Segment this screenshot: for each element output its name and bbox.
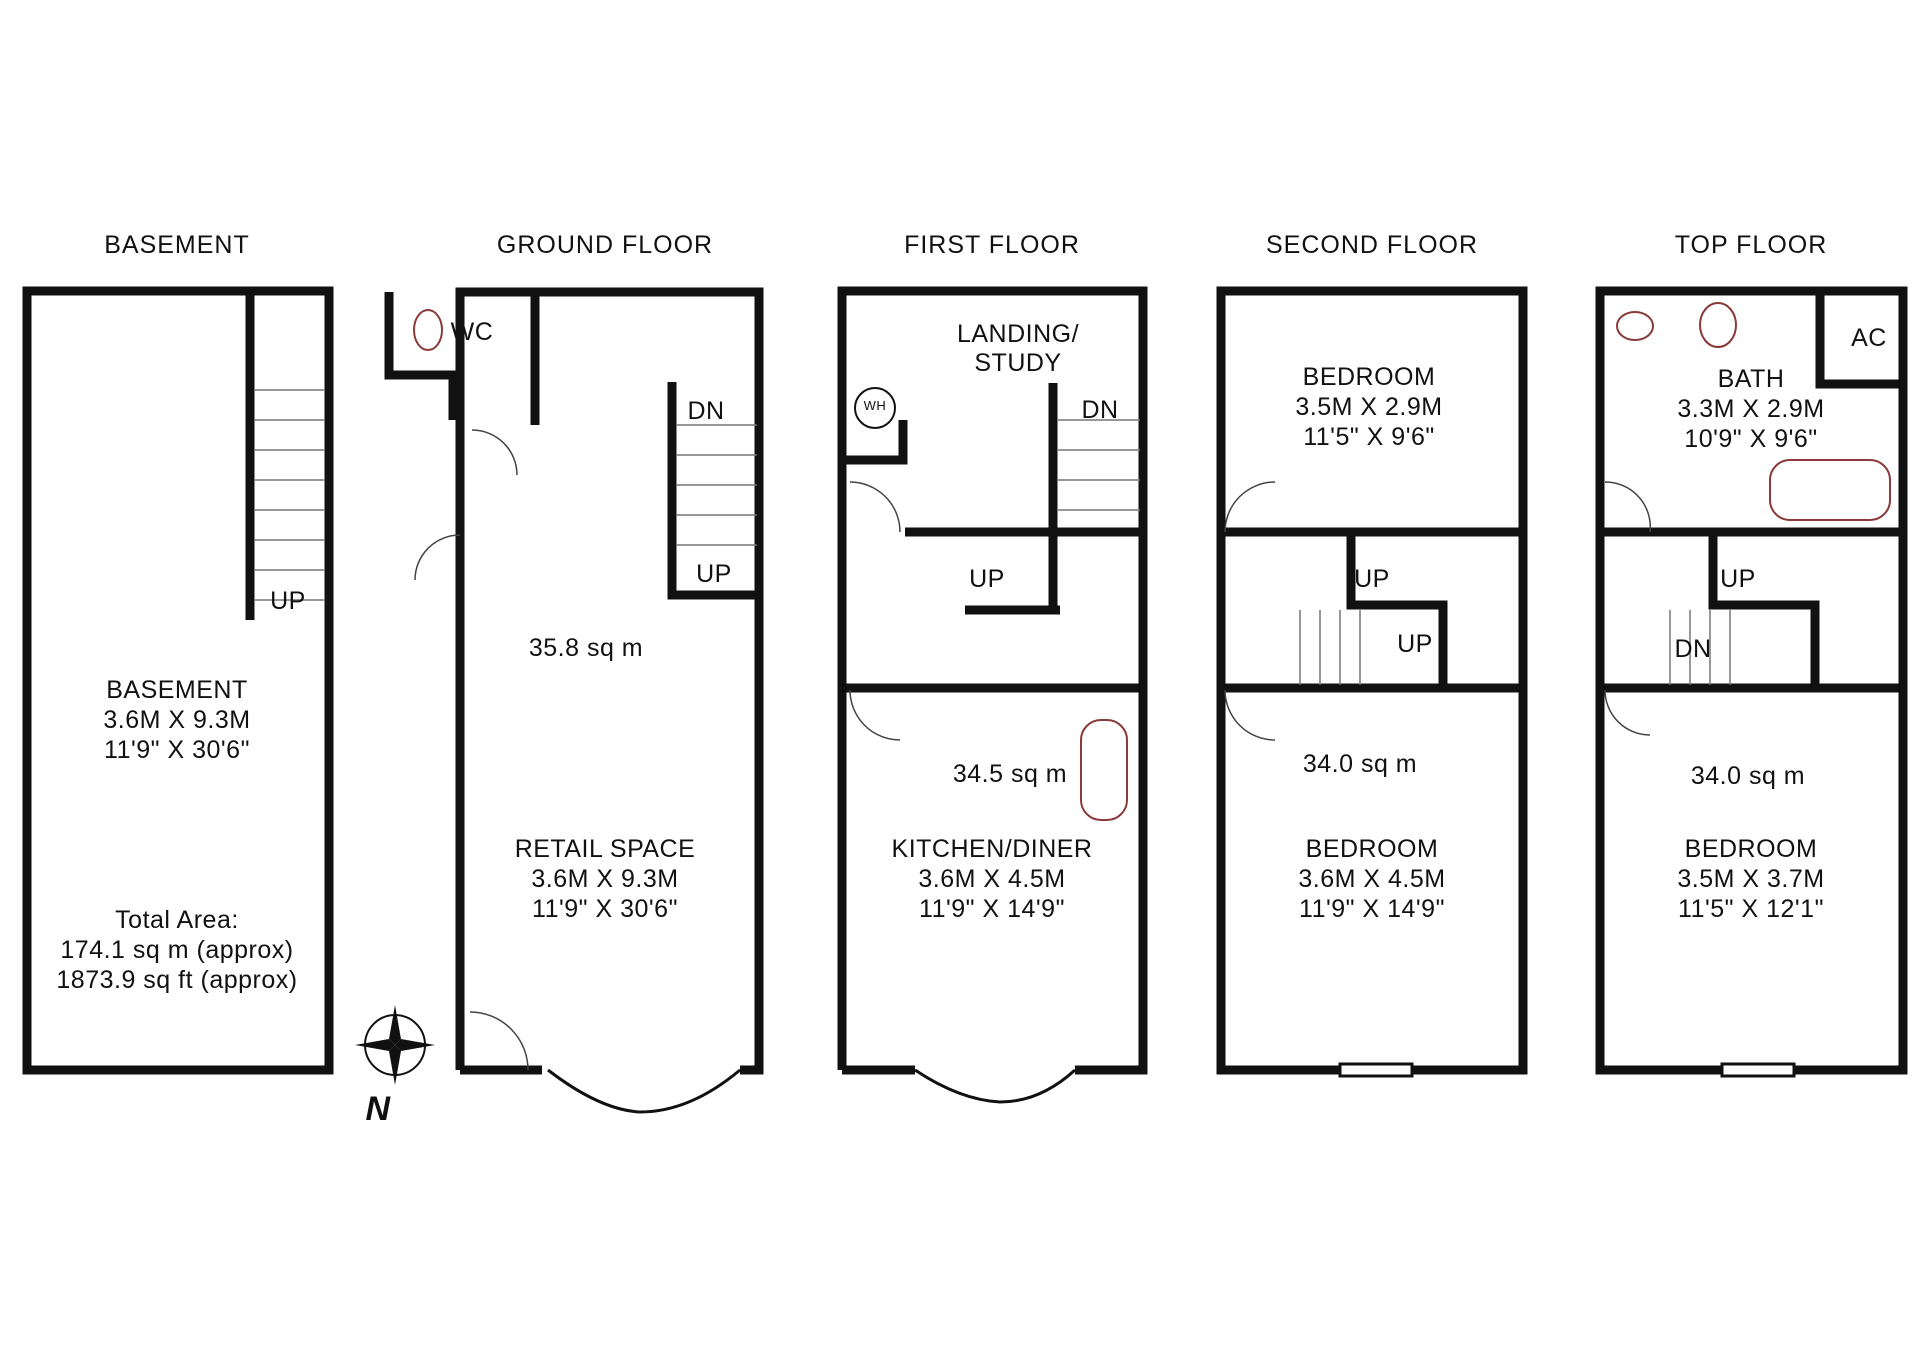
ground-entrance-door <box>469 1011 529 1071</box>
second-door-1 <box>1224 481 1276 533</box>
top-basin <box>1699 302 1737 348</box>
first-room-imperial: 11'9" X 14'9" <box>919 895 1065 923</box>
ground-room-metric: 3.6M X 9.3M <box>531 865 679 893</box>
ground-wc-label: WC <box>450 318 494 346</box>
compass-rose <box>355 1005 435 1085</box>
second-outline <box>1216 286 1528 1075</box>
top-door-2 <box>1604 689 1651 736</box>
top-bathtub <box>1769 459 1891 521</box>
ground-bay-window <box>547 1068 741 1114</box>
second-room2-imperial: 11'9" X 14'9" <box>1299 895 1445 923</box>
ground-room-name: RETAIL SPACE <box>514 835 696 863</box>
top-outline <box>1595 286 1908 1075</box>
second-door-2 <box>1224 689 1276 741</box>
basement-room-imperial: 11'9" X 30'6" <box>104 736 250 764</box>
top-area: 34.0 sq m <box>1690 762 1806 790</box>
total-area-label: Total Area: <box>115 906 239 934</box>
top-stair-dn: DN <box>1674 635 1712 663</box>
basement-room-metric: 3.6M X 9.3M <box>103 706 251 734</box>
top-ac-label: AC <box>1851 324 1887 352</box>
top-bath-name: BATH <box>1717 365 1785 393</box>
top-room-name: BEDROOM <box>1684 835 1818 863</box>
first-door-2 <box>849 689 901 741</box>
first-sink <box>1080 719 1128 821</box>
compass-north-label: N <box>365 1090 391 1128</box>
second-stair-up-2: UP <box>1397 630 1433 658</box>
top-window <box>1720 1062 1796 1078</box>
ground-stair-walls <box>667 382 757 600</box>
top-bath-imperial: 10'9" X 9'6" <box>1684 425 1818 453</box>
ground-stair-dn: DN <box>687 397 725 425</box>
first-outline <box>837 286 1148 1075</box>
top-room-imperial: 11'5" X 12'1" <box>1678 895 1824 923</box>
first-room-name: KITCHEN/DINER <box>891 835 1093 863</box>
ground-room-imperial: 11'9" X 30'6" <box>532 895 678 923</box>
top-stair-up: UP <box>1720 565 1756 593</box>
second-room2-name: BEDROOM <box>1305 835 1439 863</box>
second-room2-metric: 3.6M X 4.5M <box>1298 865 1446 893</box>
first-stair-treads <box>1058 419 1140 511</box>
ground-stair-treads <box>676 424 757 546</box>
first-room-metric: 3.6M X 4.5M <box>918 865 1066 893</box>
ground-stair-up: UP <box>696 560 732 588</box>
total-area-sqm: 174.1 sq m (approx) <box>60 936 294 964</box>
second-room1-name: BEDROOM <box>1302 363 1436 391</box>
ground-door-2 <box>414 534 461 581</box>
basement-outline <box>22 286 334 1075</box>
first-area: 34.5 sq m <box>952 760 1068 788</box>
ground-area: 35.8 sq m <box>528 634 644 662</box>
ground-door-1 <box>471 429 518 476</box>
basement-stair-up: UP <box>270 587 306 615</box>
ground-wc-toilet <box>413 309 443 351</box>
top-door-1 <box>1604 481 1652 533</box>
ground-wc-walls <box>384 292 540 425</box>
top-toilet <box>1616 311 1654 341</box>
first-floor-title: FIRST FLOOR <box>904 231 1080 259</box>
top-floor-title: TOP FLOOR <box>1674 231 1828 259</box>
first-water-heater <box>854 387 896 429</box>
basement-room-name: BASEMENT <box>106 676 248 704</box>
second-stair-treads <box>1299 610 1361 685</box>
basement-title: BASEMENT <box>104 231 250 259</box>
second-room1-metric: 3.5M X 2.9M <box>1295 393 1443 421</box>
second-floor-title: SECOND FLOOR <box>1265 231 1479 259</box>
first-landing-line2: STUDY <box>974 349 1062 377</box>
first-door-1 <box>849 481 901 533</box>
basement-stair-treads <box>254 389 325 601</box>
second-stair-up-1: UP <box>1354 565 1390 593</box>
first-bay-window <box>914 1068 1077 1104</box>
top-stair-treads <box>1669 610 1731 685</box>
ground-floor-title: GROUND FLOOR <box>496 231 714 259</box>
top-room-metric: 3.5M X 3.7M <box>1677 865 1825 893</box>
second-room1-imperial: 11'5" X 9'6" <box>1303 423 1435 451</box>
total-area-sqft: 1873.9 sq ft (approx) <box>56 966 298 994</box>
first-stair-up: UP <box>969 565 1005 593</box>
first-wh-label: WH <box>863 398 887 413</box>
second-walls <box>1221 527 1523 693</box>
second-window <box>1338 1062 1414 1078</box>
top-walls <box>1600 291 1903 693</box>
first-stair-dn: DN <box>1081 396 1119 424</box>
second-area: 34.0 sq m <box>1302 750 1418 778</box>
first-walls <box>842 383 1143 693</box>
first-landing-line1: LANDING/ <box>956 320 1080 348</box>
top-bath-metric: 3.3M X 2.9M <box>1677 395 1825 423</box>
